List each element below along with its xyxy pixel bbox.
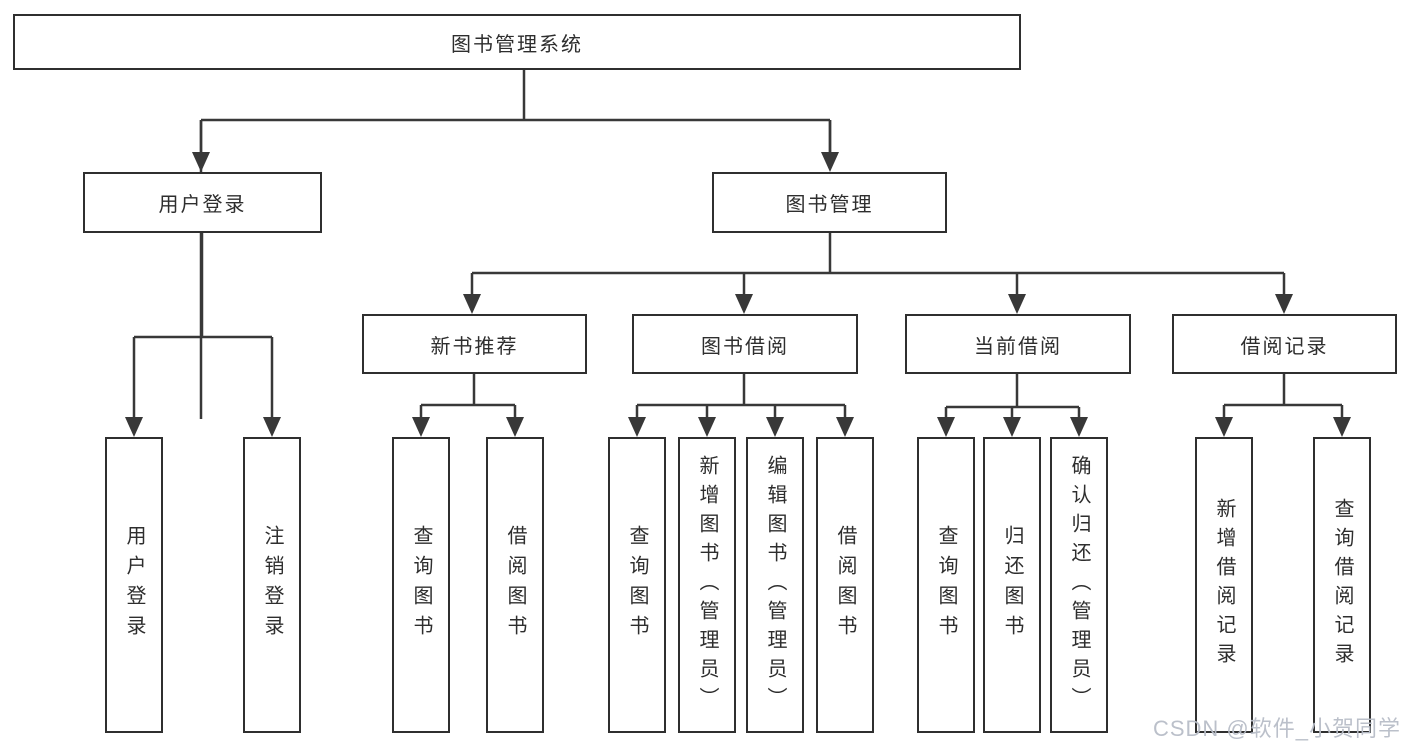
leaf-current-confirm-return-admin-label: 确认归还（管理员） [1068, 454, 1090, 716]
edge-borrow-split [635, 374, 847, 419]
leaf-newrec-borrow-books: 借阅图书 [486, 437, 544, 733]
leaf-borrow-query-books-label: 查询图书 [626, 525, 648, 645]
arrowheads [125, 152, 1351, 437]
leaf-borrow-add-books-admin-label: 新增图书（管理员） [696, 454, 718, 716]
leaf-current-query-books-label: 查询图书 [935, 525, 957, 645]
leaf-record-query-borrow-record-label: 查询借阅记录 [1331, 498, 1353, 672]
leaf-record-add-borrow-record-label: 新增借阅记录 [1213, 498, 1235, 672]
node-book-borrow-label: 图书借阅 [701, 335, 789, 358]
edge-mgmt-split [470, 233, 1286, 296]
leaf-logout-label: 注销登录 [261, 525, 283, 645]
node-current-borrow-label: 当前借阅 [974, 335, 1062, 358]
node-current-borrow: 当前借阅 [905, 314, 1131, 374]
edge-current-split [944, 374, 1081, 419]
leaf-current-return-books: 归还图书 [983, 437, 1041, 733]
edge-record-split [1222, 374, 1344, 419]
leaf-borrow-borrow-books: 借阅图书 [816, 437, 874, 733]
edge-login-split [132, 233, 274, 419]
leaf-newrec-query-books-label: 查询图书 [410, 525, 432, 645]
node-root-library-system: 图书管理系统 [13, 14, 1021, 70]
leaf-record-query-borrow-record: 查询借阅记录 [1313, 437, 1371, 733]
node-user-login: 用户登录 [83, 172, 322, 233]
edge-newrec-split [419, 374, 517, 419]
leaf-record-add-borrow-record: 新增借阅记录 [1195, 437, 1253, 733]
leaf-user-login: 用户登录 [105, 437, 163, 733]
leaf-borrow-borrow-books-label: 借阅图书 [834, 525, 856, 645]
leaf-current-query-books: 查询图书 [917, 437, 975, 733]
leaf-borrow-edit-books-admin: 编辑图书（管理员） [746, 437, 804, 733]
node-user-login-label: 用户登录 [158, 194, 247, 216]
leaf-newrec-query-books: 查询图书 [392, 437, 450, 733]
leaf-borrow-query-books: 查询图书 [608, 437, 666, 733]
leaf-current-return-books-label: 归还图书 [1001, 525, 1023, 645]
leaf-current-confirm-return-admin: 确认归还（管理员） [1050, 437, 1108, 733]
node-borrow-record: 借阅记录 [1172, 314, 1397, 374]
node-new-book-recommend-label: 新书推荐 [430, 335, 519, 358]
node-book-management: 图书管理 [712, 172, 947, 233]
leaf-borrow-edit-books-admin-label: 编辑图书（管理员） [764, 454, 786, 716]
leaf-newrec-borrow-books-label: 借阅图书 [504, 525, 526, 645]
node-new-book-recommend: 新书推荐 [362, 314, 587, 374]
leaf-borrow-add-books-admin: 新增图书（管理员） [678, 437, 736, 733]
node-root-label: 图书管理系统 [451, 33, 583, 56]
node-book-borrow: 图书借阅 [632, 314, 858, 374]
node-book-management-label: 图书管理 [785, 194, 874, 216]
leaf-user-login-label: 用户登录 [123, 525, 145, 645]
edge-root-split [199, 70, 832, 419]
leaf-logout: 注销登录 [243, 437, 301, 733]
node-borrow-record-label: 借阅记录 [1240, 335, 1329, 358]
